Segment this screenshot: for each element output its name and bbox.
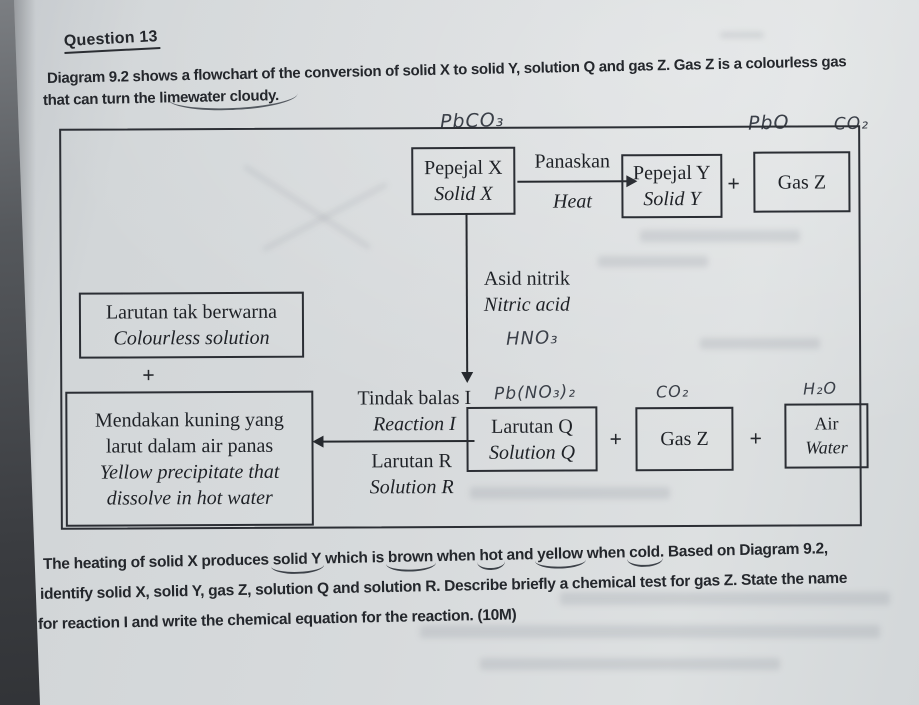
plus-sign-top: +: [727, 170, 740, 196]
flowchart-box-water: Air Water: [784, 403, 869, 469]
question-text-segment: which is: [321, 549, 389, 568]
solution-q-label-malay: Larutan Q: [491, 415, 573, 438]
underlined-term-solid-y: solid Y: [272, 550, 322, 569]
reaction-arrow: [322, 439, 475, 443]
question-text-segment: . Based on Diagram 9.2,: [659, 540, 828, 561]
flowchart-box-yellow-precipitate: Mendakan kuning yang larut dalam air pan…: [65, 390, 314, 527]
nitric-acid-arrow: [465, 212, 469, 373]
heat-arrow: [517, 180, 628, 184]
precipitate-label-malay2: larut dalam air panas: [105, 434, 274, 458]
water-label-english: Water: [805, 436, 848, 457]
solid-y-label-malay: Pepejal Y: [632, 161, 711, 185]
plus-sign-bottom-2: +: [749, 425, 763, 451]
bleed-through-ghost: [420, 625, 880, 638]
plus-sign-bottom-1: +: [609, 426, 623, 452]
water-label-malay: Air: [814, 413, 839, 434]
flowchart-frame: Pepejal X Solid X Panaskan Heat Pepejal …: [59, 125, 869, 530]
intro-text-line1: Diagram 9.2 shows a flowchart of the con…: [46, 53, 847, 87]
question-text-segment: The heating of solid X produces: [42, 551, 273, 573]
nitric-acid-label-english: Nitric acid: [483, 293, 571, 317]
bleed-through-ghost: [480, 658, 780, 670]
precipitate-label-english2: dissolve in hot water: [106, 486, 273, 510]
plus-sign-left: +: [142, 362, 155, 388]
heat-label-english: Heat: [552, 190, 592, 213]
colourless-label-english: Colourless solution: [113, 326, 270, 350]
question-text-segment: when: [432, 547, 480, 566]
flowchart-box-solid-x: Pepejal X Solid X: [411, 146, 516, 216]
question-text-segment: when: [582, 544, 630, 563]
flowchart-box-gas-z-bottom: Gas Z: [635, 406, 734, 472]
flowchart-box-solution-q: Larutan Q Solution Q: [466, 406, 598, 472]
gas-z-top-label: Gas Z: [777, 170, 827, 194]
colourless-label-malay: Larutan tak berwarna: [105, 300, 277, 324]
solution-q-label-english: Solution Q: [488, 441, 576, 464]
question-number-heading: Question 13: [63, 28, 161, 54]
bleed-through-ghost: [560, 592, 890, 605]
solid-y-label-english: Solid Y: [643, 187, 701, 211]
precipitate-label-english1: Yellow precipitate that: [99, 460, 280, 484]
underlined-term-cold: cold: [629, 543, 661, 562]
underlined-term-brown: brown: [387, 548, 434, 567]
solution-r-label-malay: Larutan R: [371, 450, 452, 473]
solid-x-label-malay: Pepejal X: [424, 156, 503, 180]
solution-r-label: Larutan R Solution R: [339, 448, 485, 501]
underlined-term-yellow: yellow: [537, 545, 583, 564]
heat-label-malay: Panaskan: [534, 150, 611, 173]
nitric-acid-label-malay: Asid nitrik: [483, 267, 570, 290]
bleed-through-ghost: [470, 487, 670, 499]
precipitate-label-malay1: Mendakan kuning yang: [94, 408, 284, 432]
bleed-through-ghost: [700, 338, 820, 349]
underlined-term-hot: hot: [479, 546, 503, 565]
question-text-segment: and: [502, 546, 538, 564]
flowchart-box-gas-z-top: Gas Z: [753, 151, 851, 213]
gas-z-bottom-label: Gas Z: [660, 427, 709, 451]
solution-r-label-english: Solution R: [369, 476, 454, 499]
bleed-through-ghost: [640, 230, 800, 242]
nitric-acid-label: Asid nitrik Nitric acid: [484, 266, 570, 319]
bleed-through-ghost: [598, 256, 708, 267]
bleed-through-ghost: [720, 32, 764, 38]
solid-x-label-english: Solid X: [434, 182, 493, 206]
flowchart-box-colourless-solution: Larutan tak berwarna Colourless solution: [78, 291, 305, 359]
flowchart-box-solid-y: Pepejal Y Solid Y: [621, 153, 723, 219]
question-text-line1: The heating of solid X produces solid Y …: [43, 540, 828, 574]
